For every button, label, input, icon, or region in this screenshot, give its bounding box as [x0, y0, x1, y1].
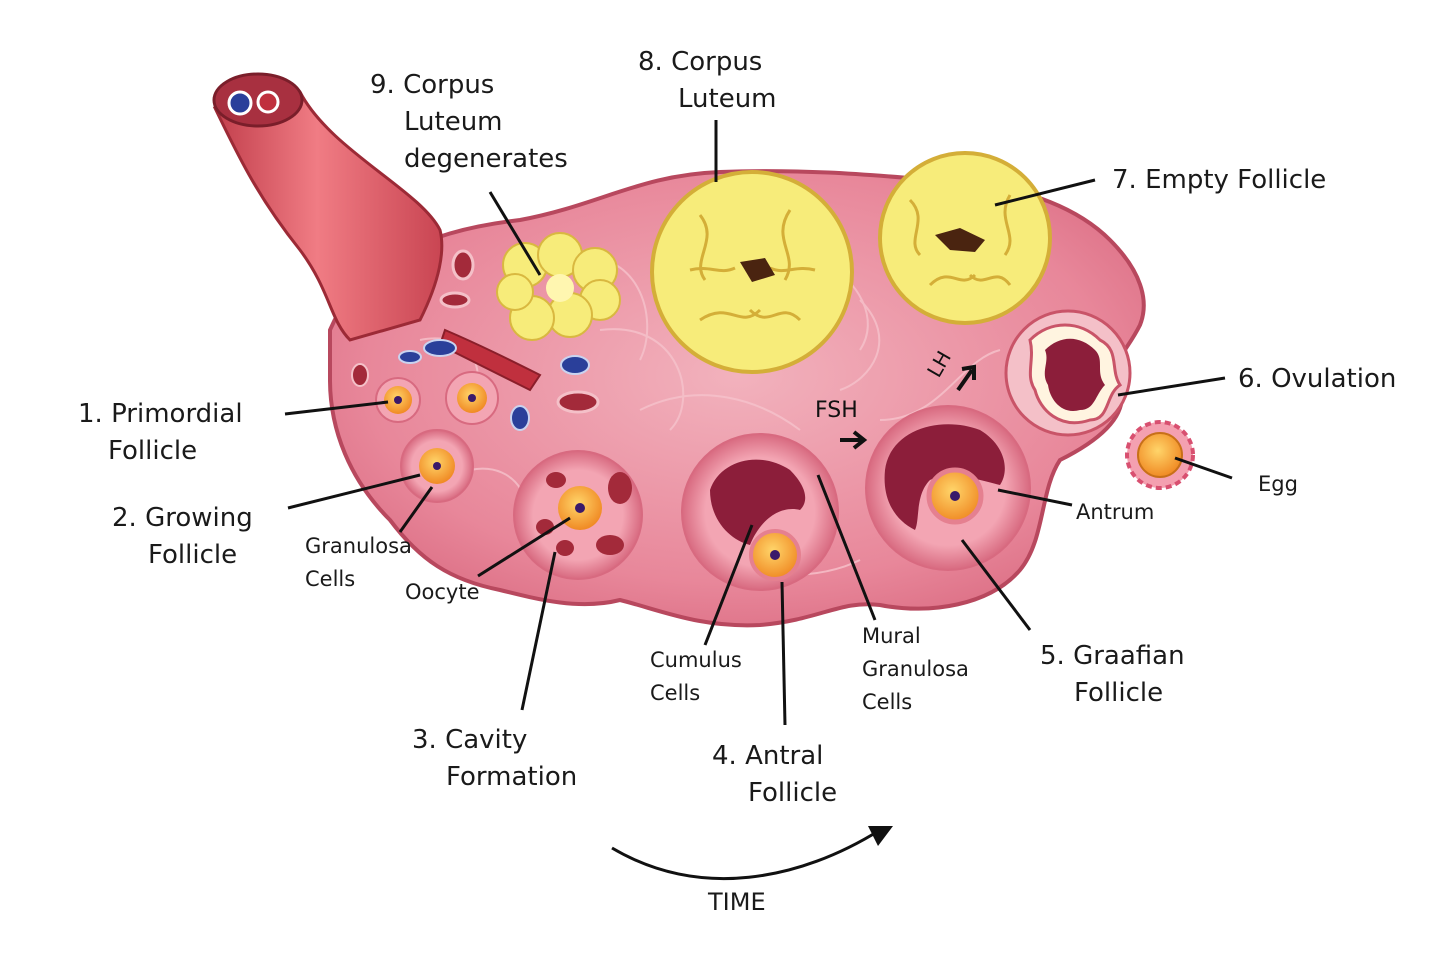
primordial-follicle: [375, 371, 499, 425]
growing-follicle: [400, 429, 474, 503]
label-mural-granulosa-cells: Mural Granulosa Cells: [862, 624, 969, 714]
label-cumulus-cells: Cumulus Cells: [650, 648, 742, 705]
label-time: TIME: [708, 888, 766, 916]
label-cavity-formation: 3. Cavity Formation: [412, 725, 578, 792]
label-corpus-luteum-degenerates: 9. Corpus Luteum degenerates: [370, 70, 568, 174]
label-antral-follicle: 4. Antral Follicle: [712, 741, 838, 808]
time-arrowhead: [868, 826, 893, 846]
fsh-arrow: [840, 430, 868, 450]
vessel-vein-blue: [227, 90, 253, 116]
egg: [1125, 420, 1195, 490]
vessel-artery-red: [256, 90, 280, 114]
label-antrum: Antrum: [1076, 500, 1155, 524]
blood-vessel: [212, 90, 444, 342]
corpus-luteum-degenerating: [496, 232, 621, 341]
label-fsh: FSH: [815, 398, 858, 423]
cavity-formation-follicle: [513, 450, 643, 580]
antral-follicle: [681, 433, 839, 591]
graafian-follicle: [865, 405, 1031, 571]
label-empty-follicle: 7. Empty Follicle: [1112, 165, 1327, 195]
leader-lines: [284, 120, 1233, 726]
label-ovulation: 6. Ovulation: [1238, 364, 1397, 394]
empty-follicle: [878, 151, 1052, 325]
lh-arrow: [956, 364, 976, 392]
label-corpus-luteum: 8. Corpus Luteum: [638, 47, 777, 114]
small-vessels: [351, 249, 600, 431]
ovulating-follicle: [1004, 309, 1132, 437]
label-egg: Egg: [1258, 472, 1298, 496]
label-granulosa-cells: Granulosa Cells: [305, 534, 412, 591]
label-oocyte: Oocyte: [405, 580, 480, 604]
label-primordial-follicle: 1. Primordial Follicle: [78, 399, 243, 466]
label-growing-follicle: 2. Growing Follicle: [112, 503, 253, 570]
label-graafian-follicle: 5. Graafian Follicle: [1040, 641, 1185, 708]
time-arc-arrow: [611, 828, 881, 880]
corpus-luteum: [650, 170, 854, 374]
